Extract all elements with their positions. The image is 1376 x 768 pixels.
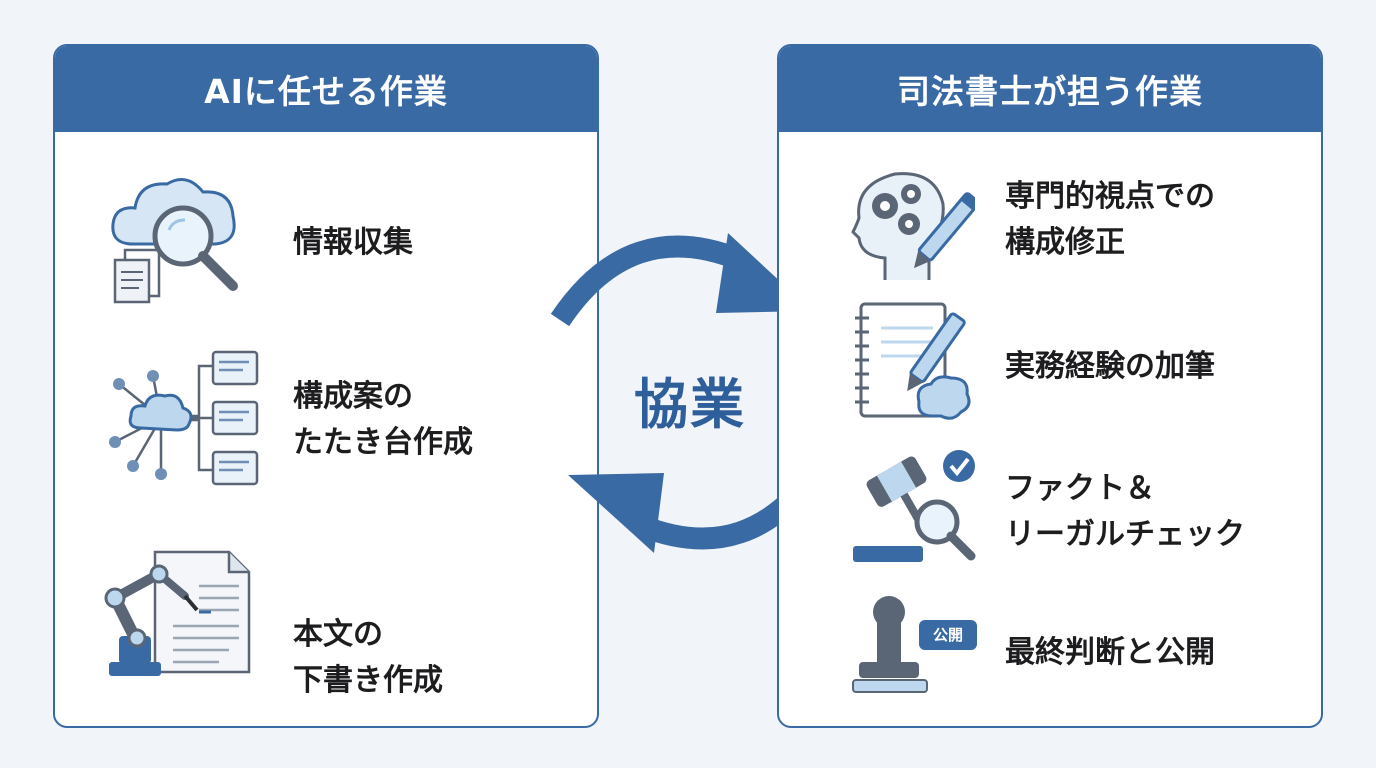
ai-task-label-outline-draft: 構成案の たたき台作成 — [293, 379, 473, 460]
cycle-arrows-icon — [550, 233, 830, 553]
scrivener-task-label-structure-revision: 専門的視点での 構成修正 — [1005, 179, 1215, 260]
ai-tasks-panel: AIに任せる作業 情報収集 — [53, 44, 599, 728]
ai-tasks-header: AIに任せる作業 — [55, 46, 597, 132]
scrivener-task-label-practical-experience: 実務経験の加筆 — [1005, 349, 1215, 384]
scrivener-task-label-fact-legal-check: ファクト＆ リーガルチェック — [1005, 471, 1245, 552]
network-outline-icon — [109, 350, 259, 486]
notebook-pen-brain-icon — [855, 302, 971, 420]
scrivener-tasks-panel: 司法書士が担う作業 専門的視点での 構成修正 実務経験の加筆 — [777, 44, 1323, 728]
scrivener-tasks-header: 司法書士が担う作業 — [779, 46, 1321, 132]
stamp-publish-icon: 公開 — [852, 596, 977, 693]
ai-task-label-info-gathering: 情報収集 — [293, 225, 413, 260]
robot-arm-writing-icon — [104, 550, 251, 676]
publish-badge-text: 公開 — [933, 626, 963, 644]
ai-task-label-body-draft: 本文の 下書き作成 — [293, 617, 443, 698]
collaboration-label: 協業 — [634, 373, 746, 436]
gavel-magnifier-check-icon — [853, 450, 976, 562]
scrivener-task-label-final-decision: 最終判断と公開 — [1005, 635, 1215, 670]
cloud-search-icon — [111, 178, 238, 304]
head-gears-pencil-icon — [851, 172, 975, 280]
